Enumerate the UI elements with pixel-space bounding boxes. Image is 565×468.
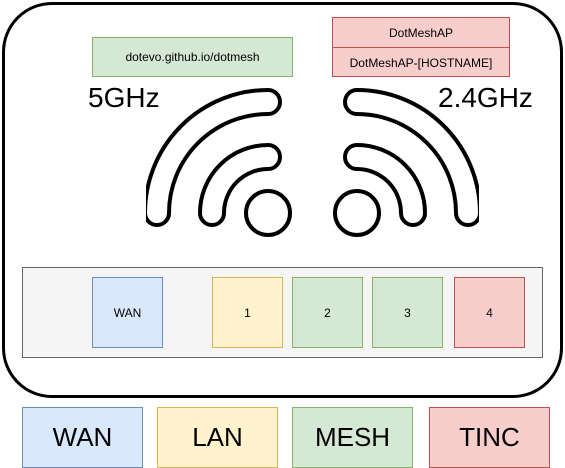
band-24ghz-label: 2.4GHz bbox=[438, 82, 533, 113]
project-url-label: dotevo.github.io/dotmesh bbox=[92, 37, 293, 77]
legend-lan: LAN bbox=[157, 407, 278, 468]
ssid-list: DotMeshAP DotMeshAP-[HOSTNAME] bbox=[332, 17, 510, 77]
ssid-ap: DotMeshAP bbox=[333, 18, 509, 48]
legend-wan: WAN bbox=[22, 407, 143, 468]
port-wan: WAN bbox=[92, 277, 163, 348]
port-lan-1: 1 bbox=[212, 277, 283, 348]
port-mesh-3: 3 bbox=[372, 277, 443, 348]
legend-tinc: TINC bbox=[429, 407, 550, 468]
ssid-ap-hostname: DotMeshAP-[HOSTNAME] bbox=[349, 55, 493, 70]
legend-mesh: MESH bbox=[292, 407, 413, 468]
port-mesh-2: 2 bbox=[292, 277, 363, 348]
port-tinc-4: 4 bbox=[454, 277, 525, 348]
band-5ghz-label: 5GHz bbox=[88, 82, 160, 113]
wifi-5ghz-icon bbox=[146, 88, 292, 237]
wifi-24ghz-icon bbox=[333, 88, 479, 237]
